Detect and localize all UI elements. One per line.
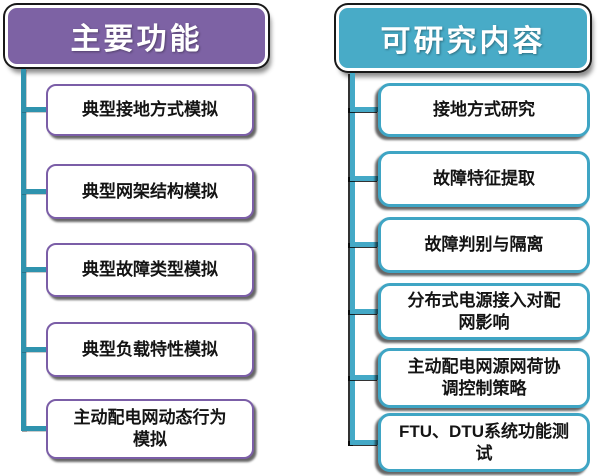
left-connector-branch — [21, 267, 48, 272]
right-header-box: 可研究内容 — [336, 5, 590, 71]
right-item-distributed-generation-impact: 分布式电源接入对配 网影响 — [378, 283, 590, 340]
right-connector-branch — [350, 375, 379, 380]
left-item-grid-structure-simulation: 典型网架结构模拟 — [46, 164, 254, 219]
right-connector-branch — [350, 176, 379, 181]
right-connector-branch — [350, 440, 379, 445]
left-connector-branch — [21, 347, 48, 352]
right-connector-branch — [350, 242, 379, 247]
left-connector-branch — [21, 107, 48, 112]
right-item-source-grid-load-coordination: 主动配电网源网荷协 调控制策略 — [378, 348, 590, 408]
left-connector-branch — [21, 426, 48, 431]
left-item-fault-type-simulation: 典型故障类型模拟 — [46, 243, 254, 297]
left-connector-branch — [21, 189, 48, 194]
left-item-load-characteristic-simulation: 典型负载特性模拟 — [46, 322, 254, 377]
left-item-grounding-simulation: 典型接地方式模拟 — [46, 84, 254, 136]
left-header-box: 主要功能 — [5, 5, 268, 67]
right-item-fault-identification-isolation: 故障判别与隔离 — [378, 217, 590, 273]
right-item-ftu-dtu-function-test: FTU、DTU系统功能测 试 — [378, 413, 590, 472]
right-connector-branch — [350, 309, 379, 314]
right-connector-branch — [350, 107, 379, 112]
right-item-fault-feature-extraction: 故障特征提取 — [378, 151, 590, 207]
left-item-dynamic-behavior-simulation: 主动配电网动态行为 模拟 — [46, 399, 254, 459]
left-connector-trunk — [21, 69, 26, 431]
right-item-grounding-research: 接地方式研究 — [378, 83, 590, 137]
right-connector-trunk — [350, 73, 355, 445]
